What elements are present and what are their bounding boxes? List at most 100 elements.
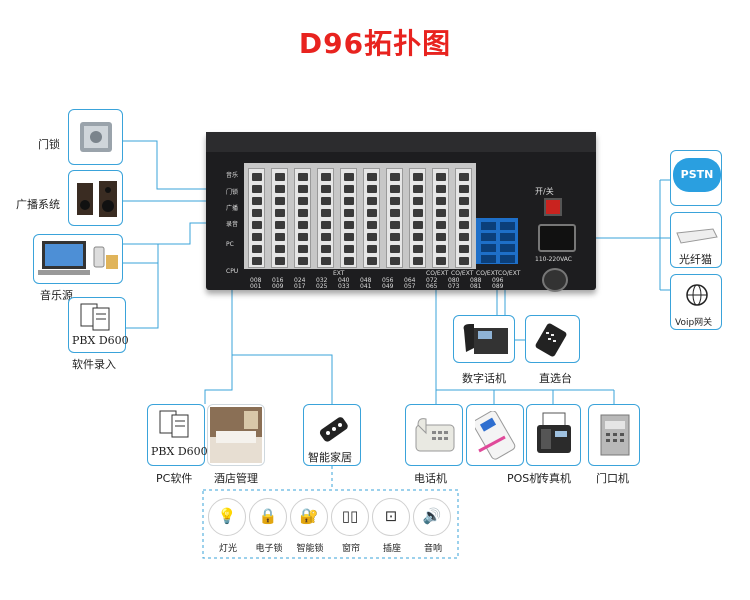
rj11-port bbox=[459, 233, 469, 241]
co-port bbox=[500, 255, 515, 263]
broadcast-box bbox=[68, 170, 123, 226]
rj11-port bbox=[390, 233, 400, 241]
rj11-port bbox=[344, 233, 354, 241]
co-ext-label-1: CO/EXT bbox=[426, 270, 449, 277]
rj11-port bbox=[298, 209, 308, 217]
pc-software-text: PBX D600 bbox=[151, 445, 208, 458]
hotel-room-icon bbox=[210, 407, 262, 463]
rj11-port bbox=[413, 197, 423, 205]
rj11-port bbox=[367, 233, 377, 241]
smart-home-device-label: 插座 bbox=[382, 544, 401, 554]
panel-label-pc: PC bbox=[226, 241, 234, 248]
co-port bbox=[481, 255, 496, 263]
rj11-port bbox=[436, 173, 446, 181]
smart-home-label: 智能家居 bbox=[308, 451, 352, 464]
port-number-top: 008 bbox=[250, 277, 262, 284]
port-column bbox=[248, 168, 265, 268]
rj11-port bbox=[321, 245, 331, 253]
rj11-port bbox=[298, 173, 308, 181]
laptop-icon bbox=[38, 241, 118, 275]
power-socket bbox=[538, 224, 576, 252]
door-intercom-label: 门口机 bbox=[596, 472, 629, 485]
port-number-bottom: 089 bbox=[492, 283, 504, 290]
rj11-port bbox=[344, 209, 354, 217]
port-number-top: 064 bbox=[404, 277, 416, 284]
panel-label-doorlock: 门锁 bbox=[226, 189, 239, 196]
rj11-port bbox=[321, 221, 331, 229]
rj11-port bbox=[436, 197, 446, 205]
port-number-top: 080 bbox=[448, 277, 460, 284]
panel-label-music: 音乐 bbox=[226, 172, 239, 179]
dss-console-label: 直选台 bbox=[539, 372, 572, 385]
rj11-port bbox=[275, 257, 285, 265]
software-input-box: PBX D600 bbox=[68, 297, 129, 353]
rj11-port bbox=[275, 197, 285, 205]
voltage-label: 110-220VAC bbox=[535, 256, 572, 263]
rj11-port bbox=[390, 197, 400, 205]
rj11-port bbox=[344, 197, 354, 205]
pc-software-label: PC软件 bbox=[156, 472, 193, 485]
rj11-port bbox=[275, 221, 285, 229]
rj11-port bbox=[459, 245, 469, 253]
rj11-port bbox=[298, 233, 308, 241]
power-switch bbox=[544, 198, 562, 216]
rj11-port bbox=[344, 257, 354, 265]
co-port bbox=[500, 222, 515, 230]
rj11-port bbox=[321, 209, 331, 217]
dss-console-icon bbox=[535, 323, 567, 357]
port-column bbox=[317, 168, 334, 268]
rj11-port bbox=[367, 185, 377, 193]
rj11-port bbox=[252, 185, 262, 193]
port-number-bottom: 065 bbox=[426, 283, 438, 290]
pbx-software-text: PBX D600 bbox=[72, 334, 129, 347]
port-number-bottom: 009 bbox=[272, 283, 284, 290]
port-number-bottom: 049 bbox=[382, 283, 394, 290]
chassis-top bbox=[206, 132, 596, 152]
rj11-port bbox=[344, 245, 354, 253]
port-number-bottom: 033 bbox=[338, 283, 350, 290]
door-lock-icon bbox=[80, 122, 112, 152]
port-number-bottom: 001 bbox=[250, 283, 262, 290]
speaker-icon: 🔊 bbox=[422, 507, 442, 525]
rj11-port bbox=[321, 173, 331, 181]
smart-home-device-box: 🔒 bbox=[249, 498, 287, 536]
pbx-software-icon bbox=[159, 410, 189, 438]
co-ext-label-4: CO/EXT bbox=[498, 270, 521, 277]
rj11-port bbox=[459, 173, 469, 181]
port-number-top: 024 bbox=[294, 277, 306, 284]
pbx-software-icon bbox=[80, 303, 110, 331]
speaker-icon bbox=[77, 181, 117, 217]
rj11-port bbox=[413, 185, 423, 193]
door-lock-label: 门锁 bbox=[38, 138, 60, 151]
electronic-lock-icon: 🔒 bbox=[258, 507, 278, 525]
digital-phone-icon bbox=[463, 324, 508, 354]
rj11-port bbox=[298, 185, 308, 193]
rj11-port bbox=[252, 233, 262, 241]
port-number-bottom: 017 bbox=[294, 283, 306, 290]
rj11-port bbox=[413, 173, 423, 181]
rj11-port bbox=[390, 173, 400, 181]
rj11-port bbox=[298, 197, 308, 205]
rj11-port bbox=[390, 221, 400, 229]
telephone-label: 电话机 bbox=[414, 472, 447, 485]
fiber-modem-label: 光纤猫 bbox=[679, 253, 712, 266]
rj11-port bbox=[275, 233, 285, 241]
curtain-icon: ▯▯ bbox=[341, 507, 359, 525]
pos-terminal-icon bbox=[475, 411, 516, 460]
port-column bbox=[363, 168, 380, 268]
broadcast-label: 广播系统 bbox=[16, 198, 60, 211]
port-number-top: 048 bbox=[360, 277, 372, 284]
panel-label-cpu: CPU bbox=[226, 268, 239, 275]
rj11-port bbox=[390, 209, 400, 217]
port-column bbox=[455, 168, 472, 268]
fax-label: 传真机 bbox=[538, 472, 571, 485]
rj11-port bbox=[436, 209, 446, 217]
smart-home-device-box: ▯▯ bbox=[331, 498, 369, 536]
port-column bbox=[432, 168, 449, 268]
pos-box bbox=[466, 404, 524, 466]
smart-home-device-label: 电子锁 bbox=[255, 544, 283, 554]
panel-label-broadcast: 广播 bbox=[226, 205, 239, 212]
rj11-port bbox=[252, 173, 262, 181]
dss-console-box bbox=[525, 315, 580, 363]
smart-home-device-label: 智能锁 bbox=[296, 544, 324, 554]
